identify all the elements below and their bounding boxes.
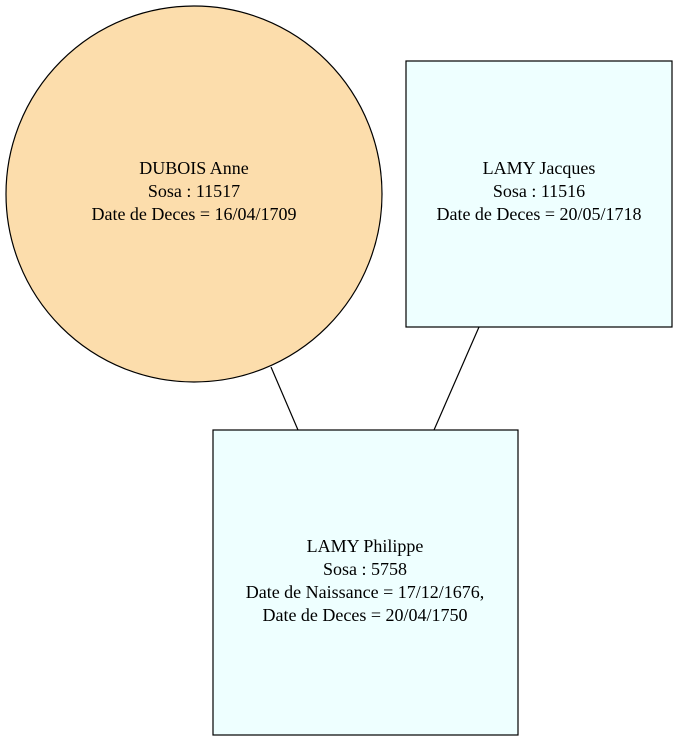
edge-mother-child [270,366,299,431]
node-child-name: LAMY Philippe [307,536,424,556]
node-mother-shape [5,5,383,383]
node-child-shape [212,429,519,736]
node-father[interactable]: LAMY Jacques Sosa : 11516 Date de Deces … [405,60,673,328]
node-father-death: Date de Deces = 20/05/1718 [436,204,641,224]
node-child-death: Date de Deces = 20/04/1750 [262,605,467,625]
node-father-shape [405,60,673,328]
edge-father-child [433,326,480,431]
node-father-name: LAMY Jacques [483,158,596,178]
node-mother-death: Date de Deces = 16/04/1709 [91,204,296,224]
node-father-sosa: Sosa : 11516 [493,181,585,201]
node-child-sosa: Sosa : 5758 [323,559,407,579]
node-child-birth: Date de Naissance = 17/12/1676, [246,582,485,602]
node-child[interactable]: LAMY Philippe Sosa : 5758 Date de Naissa… [212,429,519,736]
node-mother-name: DUBOIS Anne [139,158,249,178]
node-mother[interactable]: DUBOIS Anne Sosa : 11517 Date de Deces =… [5,5,383,383]
node-mother-sosa: Sosa : 11517 [148,181,240,201]
